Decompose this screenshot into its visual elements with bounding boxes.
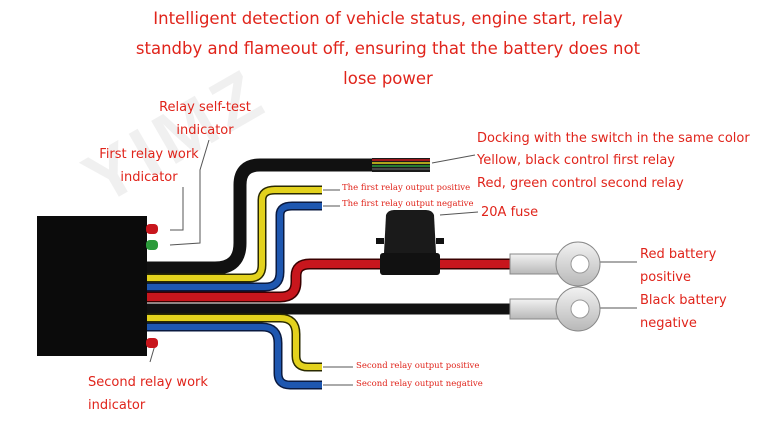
black-battery-line2: negative: [640, 316, 697, 331]
control-wire-ends: [372, 158, 430, 172]
second-relay-work-label: Second relay work indicator: [88, 371, 208, 417]
leader-first-relay: [170, 187, 184, 231]
red-battery-wire: [145, 260, 515, 301]
second-relay-indicator: [146, 338, 158, 348]
relay-self-test-label: Relay self-test indicator: [155, 96, 255, 142]
red-battery-line2: positive: [640, 270, 691, 285]
first-out-neg-wire: [145, 203, 322, 290]
second-relay-work-line2: indicator: [88, 398, 146, 413]
title-line-2: standby and flameout off, ensuring that …: [135, 39, 641, 58]
black-battery-label: Black battery negative: [640, 289, 727, 335]
first-relay-work-line2: indicator: [120, 170, 178, 185]
red-battery-label: Red battery positive: [640, 243, 716, 289]
leader-fuse: [439, 211, 479, 216]
first-out-neg-label: The first relay output negative: [342, 199, 474, 209]
red-battery-line1: Red battery: [640, 247, 717, 262]
red-ring-terminal: [509, 241, 601, 287]
black-ring-terminal: [509, 286, 601, 332]
leader-lines: [149, 139, 637, 386]
self-test-indicator: [146, 240, 158, 250]
relay-self-test-line2: indicator: [176, 123, 234, 138]
first-relay-indicator: [146, 224, 158, 234]
second-out-neg-wire: [145, 324, 322, 388]
relay-self-test-line1: Relay self-test: [159, 100, 251, 115]
second-out-pos-wire: [145, 315, 322, 370]
relay-box: [37, 216, 147, 356]
second-out-neg-label: Second relay output negative: [356, 379, 483, 389]
docking-label: Docking with the switch in the same colo…: [477, 131, 750, 146]
leader-self-test: [169, 139, 210, 246]
first-out-pos-wire: [145, 187, 322, 281]
black-battery-line1: Black battery: [640, 293, 727, 308]
title-line-3: lose power: [343, 69, 433, 88]
first-relay-work-label: First relay work indicator: [98, 143, 200, 189]
black-control-cable: [145, 158, 372, 275]
leader-docking: [431, 154, 476, 164]
second-relay-work-line1: Second relay work: [88, 375, 208, 390]
first-relay-work-line1: First relay work: [99, 147, 199, 162]
fuse-label: 20A fuse: [481, 205, 539, 220]
second-out-pos-label: Second relay output positive: [356, 361, 480, 371]
title-line-1: Intelligent detection of vehicle status,…: [153, 9, 623, 28]
fuse-holder: [376, 210, 444, 275]
red-green-label: Red, green control second relay: [477, 176, 684, 191]
yellow-black-label: Yellow, black control first relay: [477, 153, 675, 168]
first-out-pos-label: The first relay output positive: [342, 183, 471, 193]
